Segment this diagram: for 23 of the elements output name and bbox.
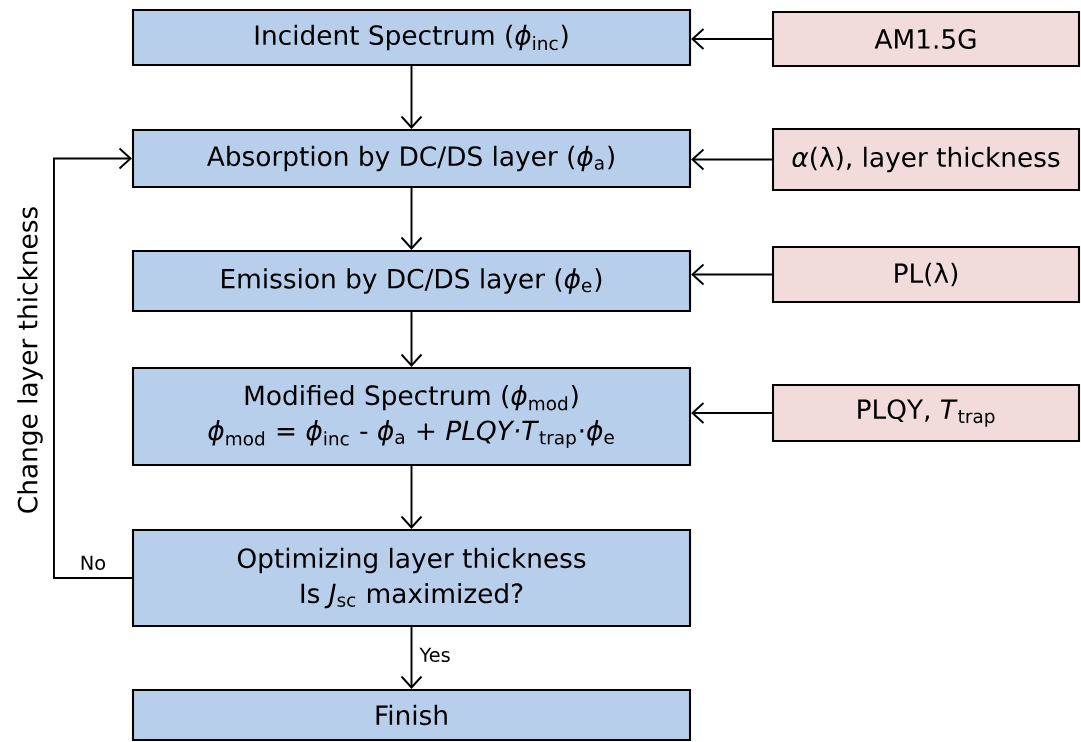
process-box: Emission by DC/DS layer (ϕ$_{e}$) <box>131 249 692 313</box>
arrow <box>400 465 423 529</box>
input-box: PLQY, T$_{trap}$ <box>771 383 1081 443</box>
process-box: Optimizing layer thickness Is J$_{sc}$ maximized? <box>131 528 692 628</box>
arrow <box>691 28 773 50</box>
input-box: α(λ), layer thickness <box>771 127 1081 192</box>
arrow <box>400 65 423 129</box>
input-box: AM1.5G <box>771 10 1081 68</box>
arrow <box>53 147 133 579</box>
arrow <box>691 148 773 171</box>
arrow <box>400 311 423 367</box>
input-box: PL(λ) <box>771 245 1081 304</box>
arrow <box>691 263 773 286</box>
process-box: Incident Spectrum (ϕ$_{inc}$) <box>131 8 692 67</box>
process-box: Absorption by DC/DS layer (ϕ$_{a}$) <box>131 128 692 189</box>
process-box: Finish <box>131 688 692 742</box>
arrow <box>400 187 423 250</box>
edge-label: Yes <box>419 647 450 663</box>
process-box: Modified Spectrum (ϕ$_{mod}$) ϕ$_{mod}$ = ϕ$_{inc}$ - ϕ$_{a}$ + PLQY·T$_{trap}$·ϕ$_{e}$ <box>131 366 692 467</box>
arrow <box>400 626 423 689</box>
edge-label: No <box>81 555 106 570</box>
side-label: Change layer thickness <box>17 207 43 513</box>
arrow <box>691 402 773 424</box>
